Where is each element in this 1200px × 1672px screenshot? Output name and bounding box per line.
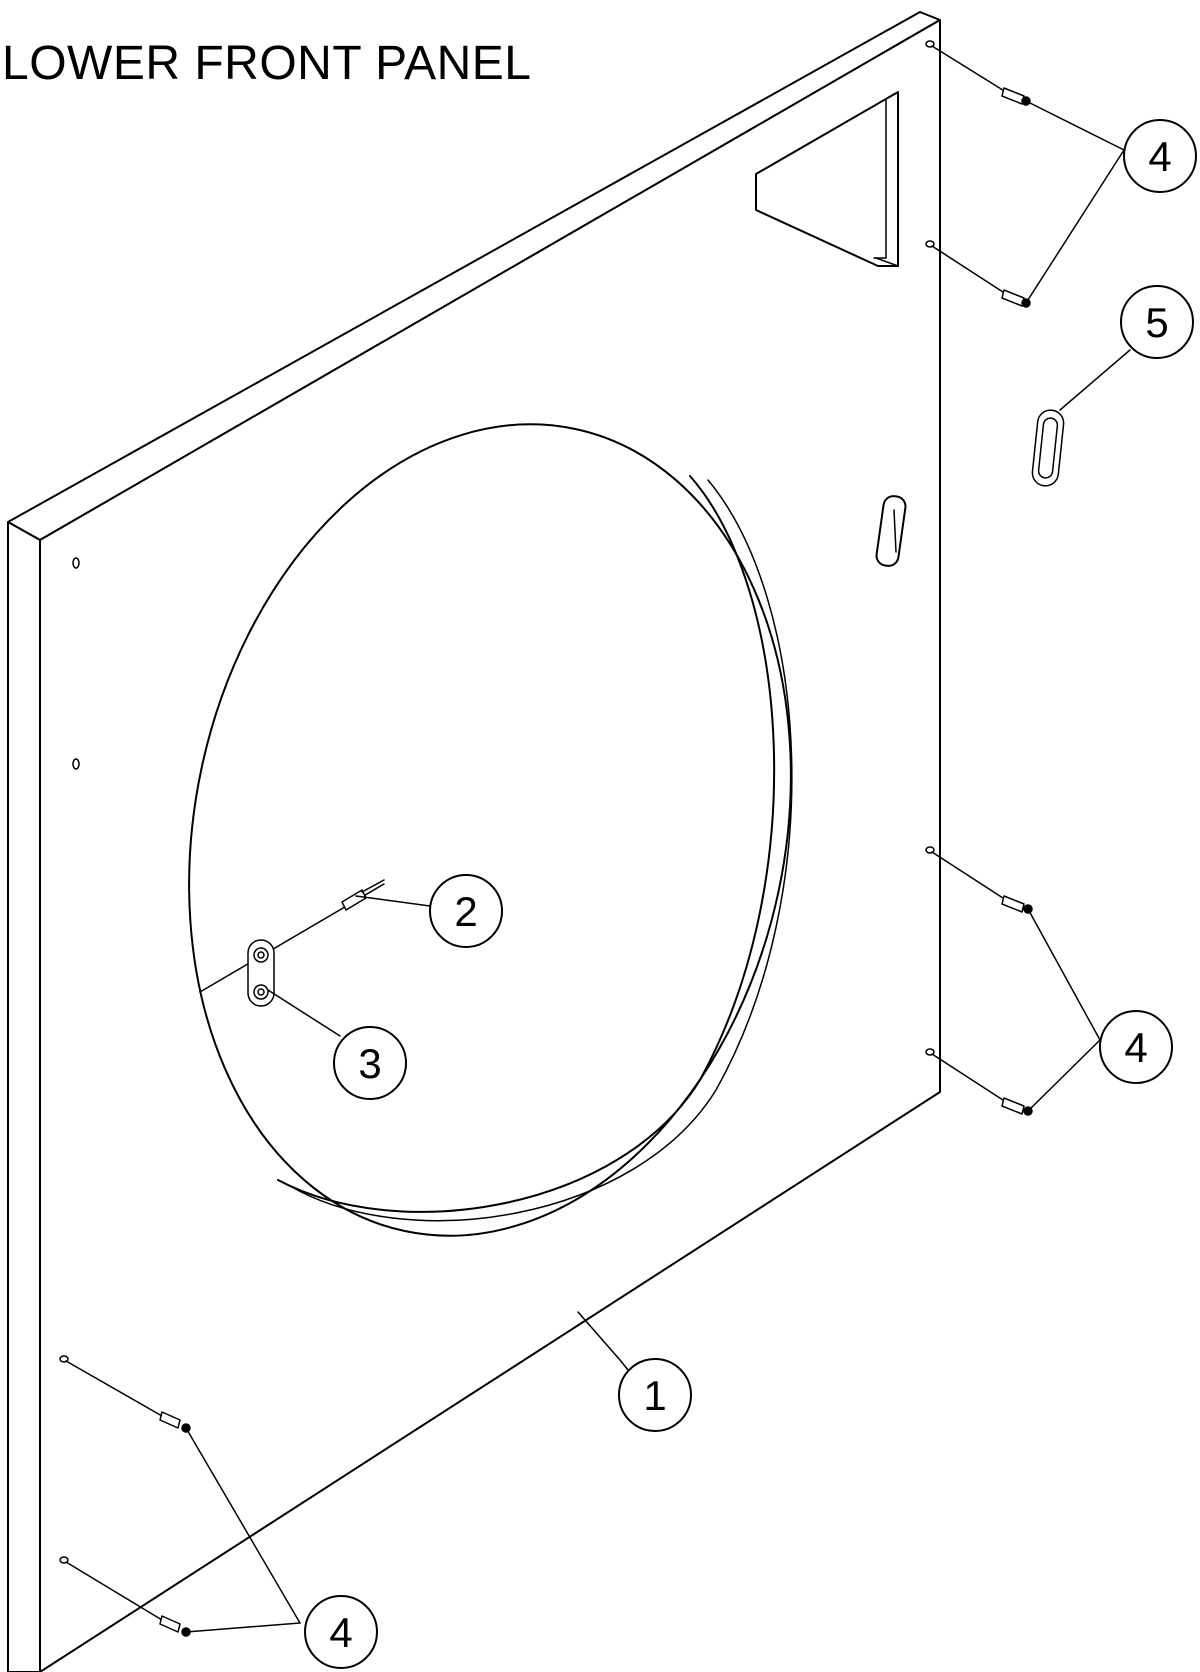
screws	[65, 45, 1033, 1637]
door-opening	[188, 423, 793, 1237]
opening-lip	[277, 475, 776, 1213]
callout-5-label: 5	[1145, 299, 1168, 346]
callout-2: 2	[429, 874, 503, 948]
panel-left-edge	[7, 521, 41, 1672]
callout-4-top-label: 4	[1148, 133, 1171, 180]
callout-1: 1	[618, 1358, 692, 1432]
callout-4-middle: 4	[1099, 1010, 1173, 1084]
callout-1-label: 1	[643, 1372, 666, 1419]
slot-clip	[1031, 409, 1065, 487]
bracket-assembly	[199, 879, 385, 1007]
callout-4-top: 4	[1123, 119, 1197, 193]
callout-3: 3	[333, 1026, 407, 1100]
callout-4-middle-label: 4	[1124, 1024, 1147, 1071]
callout-4-bottom: 4	[304, 1595, 378, 1669]
vent-cutout	[755, 91, 899, 267]
callout-2-label: 2	[454, 888, 477, 935]
callout-3-label: 3	[358, 1040, 381, 1087]
diagram-title: LOWER FRONT PANEL	[2, 37, 532, 90]
callout-5: 5	[1120, 285, 1194, 359]
callout-4-bottom-label: 4	[329, 1609, 352, 1656]
callout-leaders	[185, 100, 1131, 1633]
panel-slot	[875, 495, 907, 567]
